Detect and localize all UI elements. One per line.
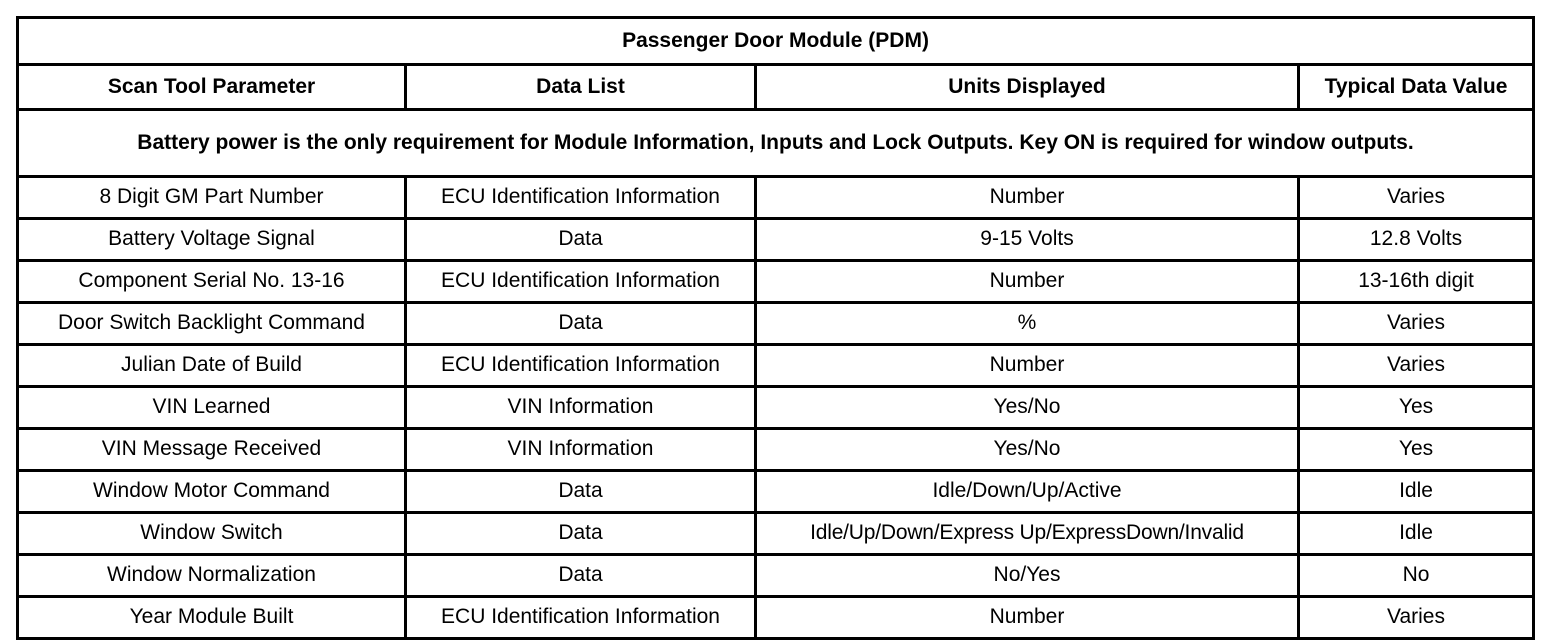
table-row: Window Switch Data Idle/Up/Down/Express … bbox=[16, 511, 1535, 556]
cell-parameter: 8 Digit GM Part Number bbox=[16, 175, 407, 220]
cell-parameter: Window Motor Command bbox=[16, 469, 407, 514]
cell-typical-value: Idle bbox=[1297, 511, 1535, 556]
cell-data-list: VIN Information bbox=[404, 427, 757, 472]
cell-units: Idle/Up/Down/Express Up/ExpressDown/Inva… bbox=[754, 511, 1300, 556]
cell-typical-value: Varies bbox=[1297, 301, 1535, 346]
table-row: VIN Learned VIN Information Yes/No Yes bbox=[16, 385, 1535, 430]
table-title-row: Passenger Door Module (PDM) bbox=[16, 16, 1535, 66]
table-row: Year Module Built ECU Identification Inf… bbox=[16, 595, 1535, 640]
cell-typical-value: Yes bbox=[1297, 427, 1535, 472]
cell-units: Idle/Down/Up/Active bbox=[754, 469, 1300, 514]
cell-units: Number bbox=[754, 175, 1300, 220]
column-header-units-displayed: Units Displayed bbox=[754, 63, 1300, 111]
cell-units: 9-15 Volts bbox=[754, 217, 1300, 262]
cell-units: Yes/No bbox=[754, 385, 1300, 430]
table-row: Window Normalization Data No/Yes No bbox=[16, 553, 1535, 598]
cell-typical-value: No bbox=[1297, 553, 1535, 598]
cell-units: Number bbox=[754, 595, 1300, 640]
cell-parameter: Component Serial No. 13-16 bbox=[16, 259, 407, 304]
cell-typical-value: Varies bbox=[1297, 175, 1535, 220]
cell-typical-value: 13-16th digit bbox=[1297, 259, 1535, 304]
cell-data-list: ECU Identification Information bbox=[404, 343, 757, 388]
cell-units: Number bbox=[754, 259, 1300, 304]
cell-units: No/Yes bbox=[754, 553, 1300, 598]
cell-typical-value: Varies bbox=[1297, 343, 1535, 388]
cell-units: Number bbox=[754, 343, 1300, 388]
cell-data-list: Data bbox=[404, 469, 757, 514]
cell-units: Yes/No bbox=[754, 427, 1300, 472]
cell-parameter: Battery Voltage Signal bbox=[16, 217, 407, 262]
column-header-scan-tool-parameter: Scan Tool Parameter bbox=[16, 63, 407, 111]
cell-parameter: Door Switch Backlight Command bbox=[16, 301, 407, 346]
pdm-parameter-table: Passenger Door Module (PDM) Scan Tool Pa… bbox=[16, 16, 1535, 640]
cell-parameter: Julian Date of Build bbox=[16, 343, 407, 388]
cell-parameter: Year Module Built bbox=[16, 595, 407, 640]
table-header-row: Scan Tool Parameter Data List Units Disp… bbox=[16, 63, 1535, 111]
cell-typical-value: 12.8 Volts bbox=[1297, 217, 1535, 262]
table-row: VIN Message Received VIN Information Yes… bbox=[16, 427, 1535, 472]
cell-data-list: Data bbox=[404, 511, 757, 556]
table-row: 8 Digit GM Part Number ECU Identificatio… bbox=[16, 175, 1535, 220]
cell-data-list: Data bbox=[404, 553, 757, 598]
table-note: Battery power is the only requirement fo… bbox=[16, 108, 1535, 178]
cell-typical-value: Idle bbox=[1297, 469, 1535, 514]
table-row: Window Motor Command Data Idle/Down/Up/A… bbox=[16, 469, 1535, 514]
table-body: Passenger Door Module (PDM) Scan Tool Pa… bbox=[16, 16, 1535, 640]
table-row: Door Switch Backlight Command Data % Var… bbox=[16, 301, 1535, 346]
cell-parameter: VIN Message Received bbox=[16, 427, 407, 472]
table-row: Battery Voltage Signal Data 9-15 Volts 1… bbox=[16, 217, 1535, 262]
column-header-typical-data-value: Typical Data Value bbox=[1297, 63, 1535, 111]
table-note-row: Battery power is the only requirement fo… bbox=[16, 108, 1535, 178]
table-row: Component Serial No. 13-16 ECU Identific… bbox=[16, 259, 1535, 304]
cell-data-list: Data bbox=[404, 217, 757, 262]
table-title: Passenger Door Module (PDM) bbox=[16, 16, 1535, 66]
cell-units: % bbox=[754, 301, 1300, 346]
table-row: Julian Date of Build ECU Identification … bbox=[16, 343, 1535, 388]
cell-typical-value: Varies bbox=[1297, 595, 1535, 640]
cell-data-list: VIN Information bbox=[404, 385, 757, 430]
cell-data-list: Data bbox=[404, 301, 757, 346]
column-header-data-list: Data List bbox=[404, 63, 757, 111]
cell-typical-value: Yes bbox=[1297, 385, 1535, 430]
cell-parameter: Window Normalization bbox=[16, 553, 407, 598]
cell-parameter: Window Switch bbox=[16, 511, 407, 556]
cell-data-list: ECU Identification Information bbox=[404, 259, 757, 304]
cell-parameter: VIN Learned bbox=[16, 385, 407, 430]
cell-data-list: ECU Identification Information bbox=[404, 175, 757, 220]
cell-data-list: ECU Identification Information bbox=[404, 595, 757, 640]
